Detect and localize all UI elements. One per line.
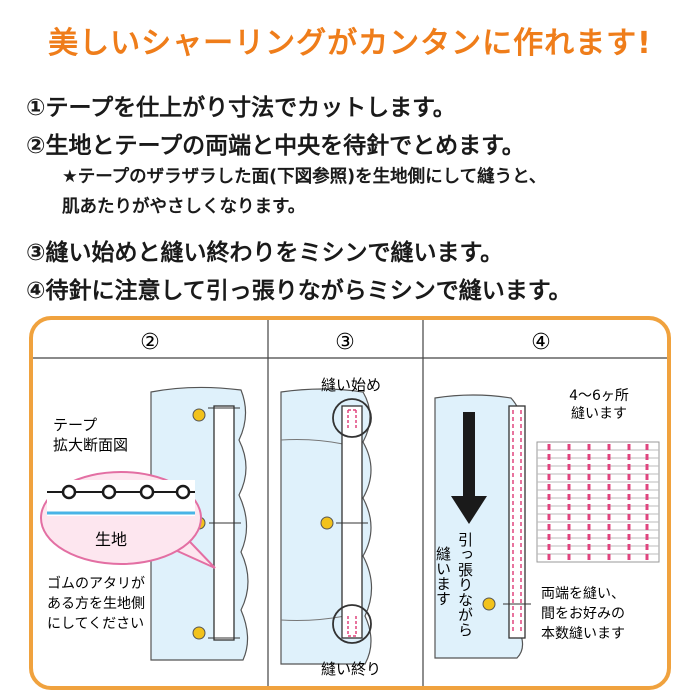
step-1-text: ①テープを仕上がり寸法でカットします。 xyxy=(26,95,456,121)
ends-note-line-1: 両端を縫い、 xyxy=(541,586,625,602)
panel-2: テープ 拡大断面図 生地 ゴムのアタリが ある方を生地側 にしてください xyxy=(40,386,249,661)
tape-ribs xyxy=(537,449,659,555)
page-title: 美しいシャーリングがカンタンに作れます! xyxy=(48,26,652,61)
start-circle xyxy=(332,398,372,438)
end-circle xyxy=(332,604,372,644)
pin-4 xyxy=(482,597,496,611)
step-4-text: ④待針に注意して引っ張りながらミシンで縫います。 xyxy=(26,278,572,304)
sew-vertical-text: 縫います xyxy=(434,546,452,606)
tape-cross-section-label: 拡大断面図 xyxy=(53,436,128,454)
panel-3: 縫い始め 縫い終り xyxy=(280,376,381,678)
pin-bottom xyxy=(192,626,206,640)
step-2-note-line-1: ★テープのザラザラした面(下図参照)を生地側にして縫うと、 xyxy=(62,167,547,187)
callout-text-line-3: にしてください xyxy=(47,616,144,632)
tape-strip-3 xyxy=(341,405,363,639)
ends-note-line-2: 間をお好みの xyxy=(541,606,625,622)
sew-end-label: 縫い終り xyxy=(321,660,381,678)
stitched-tape-sample xyxy=(536,441,660,563)
pull-arrow-head xyxy=(451,496,487,524)
panel-4-header: ④ xyxy=(531,330,551,355)
pull-vertical-text: 引っ張りながら xyxy=(456,532,474,637)
callout-text-line-1: ゴムのアタリが xyxy=(47,575,145,592)
step-3-text: ③縫い始めと縫い終わりをミシンで縫います。 xyxy=(26,240,504,266)
ends-note-line-3: 本数縫います xyxy=(541,626,625,642)
sew-start-label: 縫い始め xyxy=(321,376,381,394)
panel-4: 縫います 引っ張りながら 4〜6ヶ所 縫います 両端を縫い、 間をお好みの 本数… xyxy=(434,388,660,659)
illustration-canvas: ② ③ ④ テープ 拡大断面図 生地 ゴムのアタリが ある方を生地側 にしてくだ… xyxy=(33,320,667,686)
illustration-frame: ② ③ ④ テープ 拡大断面図 生地 ゴムのアタリが ある方を生地側 にしてくだ… xyxy=(29,316,671,690)
step-2-note-line-2: 肌あたりがやさしくなります。 xyxy=(62,197,306,217)
tape-strip-4 xyxy=(508,405,526,639)
tape-label: テープ xyxy=(53,416,97,434)
pin-middle-3 xyxy=(320,516,334,530)
panel-2-header: ② xyxy=(140,330,160,355)
panel-3-header: ③ xyxy=(335,330,355,355)
stitch-count-label-1: 4〜6ヶ所 xyxy=(569,388,629,404)
stitch-count-label-2: 縫います xyxy=(571,406,627,422)
pin-top xyxy=(192,408,206,422)
step-2-text: ②生地とテープの両端と中央を待針でとめます。 xyxy=(26,133,525,159)
callout-text-line-2: ある方を生地側 xyxy=(47,596,145,612)
pull-arrow-shaft xyxy=(463,412,475,500)
fabric-label: 生地 xyxy=(95,530,127,549)
